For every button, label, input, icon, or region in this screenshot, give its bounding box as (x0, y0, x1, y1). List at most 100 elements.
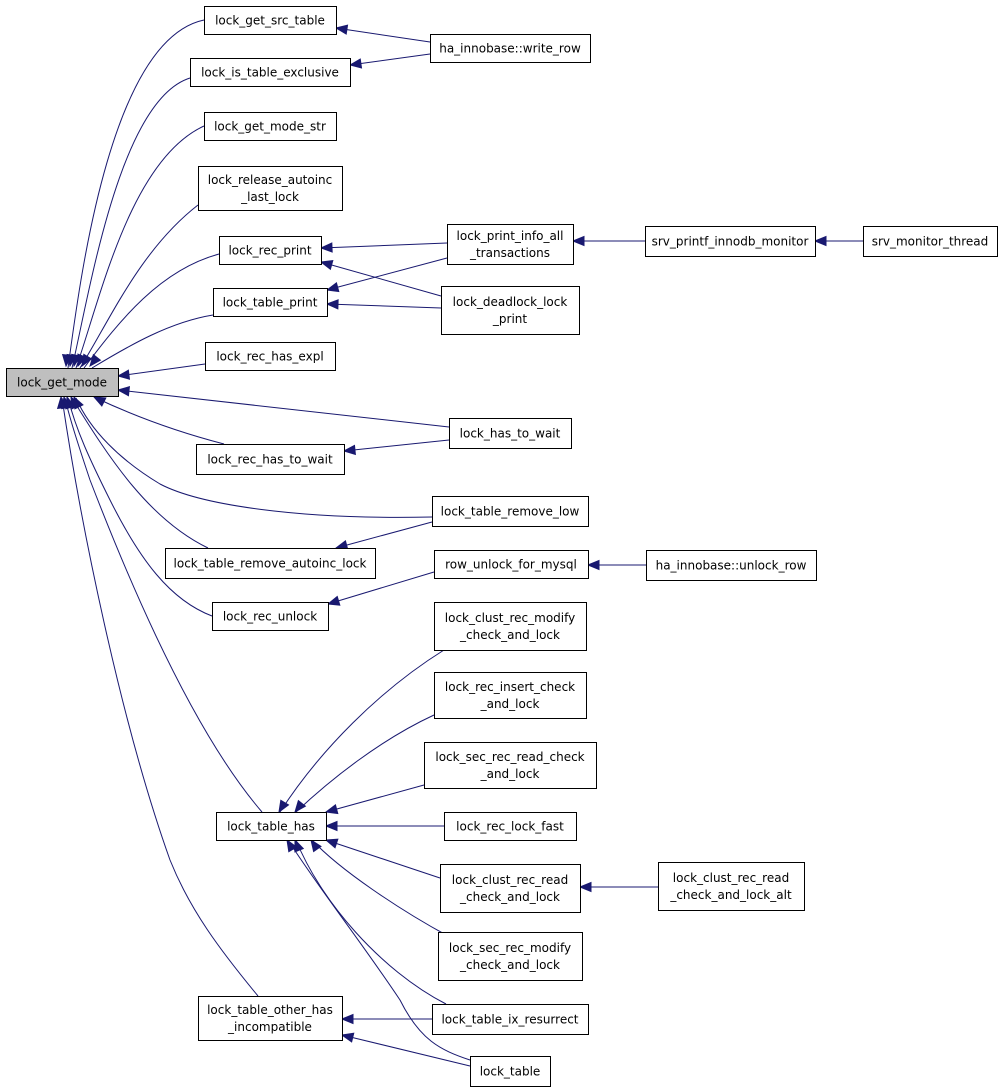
node-lock-table-other-has-incompatible[interactable]: lock_table_other_has_incompatible (198, 996, 343, 1041)
node-lock-get-mode[interactable]: lock_get_mode (6, 368, 119, 397)
node-label: srv_monitor_thread (872, 235, 989, 249)
node-lock-rec-has-expl[interactable]: lock_rec_has_expl (205, 342, 336, 371)
node-box (6, 368, 119, 397)
node-box (658, 862, 805, 911)
node-lock-rec-print[interactable]: lock_rec_print (219, 236, 322, 265)
node-label: lock_sec_rec_read_check (435, 750, 584, 764)
node-lock-get-mode-str[interactable]: lock_get_mode_str (204, 112, 337, 141)
node-lock-table-has[interactable]: lock_table_has (216, 812, 327, 841)
node-box (645, 226, 816, 257)
node-label: lock_is_table_exclusive (201, 66, 339, 80)
node-label: lock_clust_rec_read (673, 871, 789, 885)
node-srv-monitor-thread[interactable]: srv_monitor_thread (863, 226, 998, 257)
edge-lock-deadlock-lock-print-to-lock-table-print (325, 299, 442, 310)
node-box (430, 34, 591, 63)
edge-lock-rec-has-expl-to-lock-get-mode (116, 363, 206, 380)
node-label: _and_lock (480, 767, 540, 781)
node-lock-clust-rec-modify-check-and-lock[interactable]: lock_clust_rec_modify _check_and_lock (434, 602, 587, 651)
edge-line (335, 27, 431, 43)
graph-nodes: lock_get_mode lock_get_src_table lock_is_t… (6, 6, 998, 1087)
node-box (165, 548, 376, 579)
node-box (204, 6, 337, 35)
edge-lock-rec-unlock-to-lock-get-mode (65, 395, 213, 617)
node-lock-rec-unlock[interactable]: lock_rec_unlock (212, 602, 329, 631)
node-label: srv_printf_innodb_monitor (652, 235, 809, 249)
node-box (424, 742, 597, 789)
edge-lock-print-info-all-transactions-to-lock-rec-print (319, 242, 448, 253)
arrowhead-icon (116, 386, 131, 397)
edge-line (83, 253, 220, 369)
arrowhead-icon (578, 881, 592, 893)
arrowhead-icon (571, 235, 585, 247)
node-row-unlock-for-mysql[interactable]: row_unlock_for_mysql (434, 550, 589, 579)
node-srv-printf-innodb-monitor[interactable]: srv_printf_innodb_monitor (645, 226, 816, 257)
arrowhead-icon (324, 838, 339, 849)
node-label: lock_table (480, 1065, 541, 1079)
node-label: lock_table_print (223, 296, 318, 310)
node-label: ha_innobase::write_row (439, 42, 581, 56)
node-box (440, 864, 581, 913)
node-lock-table-remove-autoinc-lock[interactable]: lock_table_remove_autoinc_lock (165, 548, 376, 579)
graph-edges (56, 19, 863, 1067)
node-box (449, 418, 572, 449)
arrowhead-icon (340, 1013, 354, 1025)
edge-line (326, 303, 442, 309)
node-lock-clust-rec-read-check-and-lock[interactable]: lock_clust_rec_read_check_and_lock (440, 864, 581, 913)
edge-line (327, 571, 435, 605)
node-box (198, 996, 343, 1041)
edge-line (295, 839, 447, 1005)
edge-lock-table-print-to-lock-get-mode (89, 314, 214, 369)
node-lock-table-print[interactable]: lock_table_print (213, 288, 328, 317)
node-label: _check_and_lock (459, 628, 560, 642)
edge-lock-get-src-table-to-lock-get-mode (61, 19, 205, 369)
node-label: lock_clust_rec_modify (445, 611, 575, 625)
node-lock-table-ix-resurrect[interactable]: lock_table_ix_resurrect (432, 1004, 589, 1035)
node-label: _check_and_lock (459, 958, 560, 972)
node-label: lock_rec_insert_check (445, 680, 575, 694)
node-box (434, 550, 589, 579)
edge-row-unlock-for-mysql-to-lock-rec-unlock (326, 571, 435, 606)
node-box (438, 932, 583, 981)
edge-lock-rec-has-to-wait-to-lock-get-mode (92, 396, 225, 445)
node-label: _incompatible (227, 1020, 312, 1034)
edge-lock-rec-insert-check-and-lock-to-lock-table-has (294, 714, 435, 814)
node-ha-innobase-unlock-row[interactable]: ha_innobase::unlock_row (646, 550, 817, 581)
edge-line (349, 53, 431, 66)
node-box (441, 286, 580, 335)
node-label: lock_get_mode (17, 376, 107, 390)
edge-line (341, 1034, 471, 1067)
edge-lock-clust-rec-read-check-and-lock-to-lock-table-has (324, 838, 441, 879)
edge-line (75, 397, 433, 518)
node-lock-has-to-wait[interactable]: lock_has_to_wait (449, 418, 572, 449)
node-lock-clust-rec-read-check-and-lock-alt[interactable]: lock_clust_rec_read_check_and_lock_alt (658, 862, 805, 911)
node-lock-table-remove-low[interactable]: lock_table_remove_low (432, 496, 589, 527)
node-lock-sec-rec-read-check-and-lock[interactable]: lock_sec_rec_read_check _and_lock (424, 742, 597, 789)
edge-lock-print-info-all-transactions-to-lock-table-print (325, 257, 448, 293)
node-lock-table[interactable]: lock_table (470, 1056, 551, 1087)
node-lock-deadlock-lock-print[interactable]: lock_deadlock_lock_print (441, 286, 580, 335)
node-lock-release-autoinc-last-lock[interactable]: lock_release_autoinc _last_lock (198, 166, 343, 211)
node-label: lock_release_autoinc (208, 173, 333, 187)
node-lock-is-table-exclusive[interactable]: lock_is_table_exclusive (190, 58, 351, 87)
edge-lock-table-to-lock-table-other-has-incompatible (340, 1032, 471, 1067)
arrowhead-icon (340, 1032, 355, 1043)
node-label: lock_table_remove_autoinc_lock (174, 557, 367, 571)
edge-lock-has-to-wait-to-lock-get-mode (116, 386, 450, 428)
node-ha-innobase-write-row[interactable]: ha_innobase::write_row (430, 34, 591, 63)
node-label: lock_rec_lock_fast (456, 820, 564, 834)
arrowhead-icon (348, 58, 363, 69)
node-label: lock_rec_unlock (223, 610, 317, 624)
node-lock-rec-lock-fast[interactable]: lock_rec_lock_fast (444, 812, 577, 841)
node-lock-sec-rec-modify-check-and-lock[interactable]: lock_sec_rec_modify_check_and_lock (438, 932, 583, 981)
node-lock-rec-insert-check-and-lock[interactable]: lock_rec_insert_check_and_lock (434, 672, 587, 719)
edge-lock-sec-rec-read-check-and-lock-to-lock-table-has (324, 784, 425, 815)
node-lock-rec-has-to-wait[interactable]: lock_rec_has_to_wait (196, 444, 345, 475)
edge-line (287, 839, 471, 1061)
arrowhead-icon (294, 838, 305, 853)
arrowhead-icon (325, 281, 340, 293)
node-label: _last_lock (240, 190, 299, 204)
edge-ha-innobase-unlock-row-to-row-unlock-for-mysql (586, 559, 646, 571)
node-lock-get-src-table[interactable]: lock_get_src_table (204, 6, 337, 35)
arrowhead-icon (325, 299, 339, 310)
node-lock-print-info-all-transactions[interactable]: lock_print_info_all_transactions (447, 224, 574, 265)
